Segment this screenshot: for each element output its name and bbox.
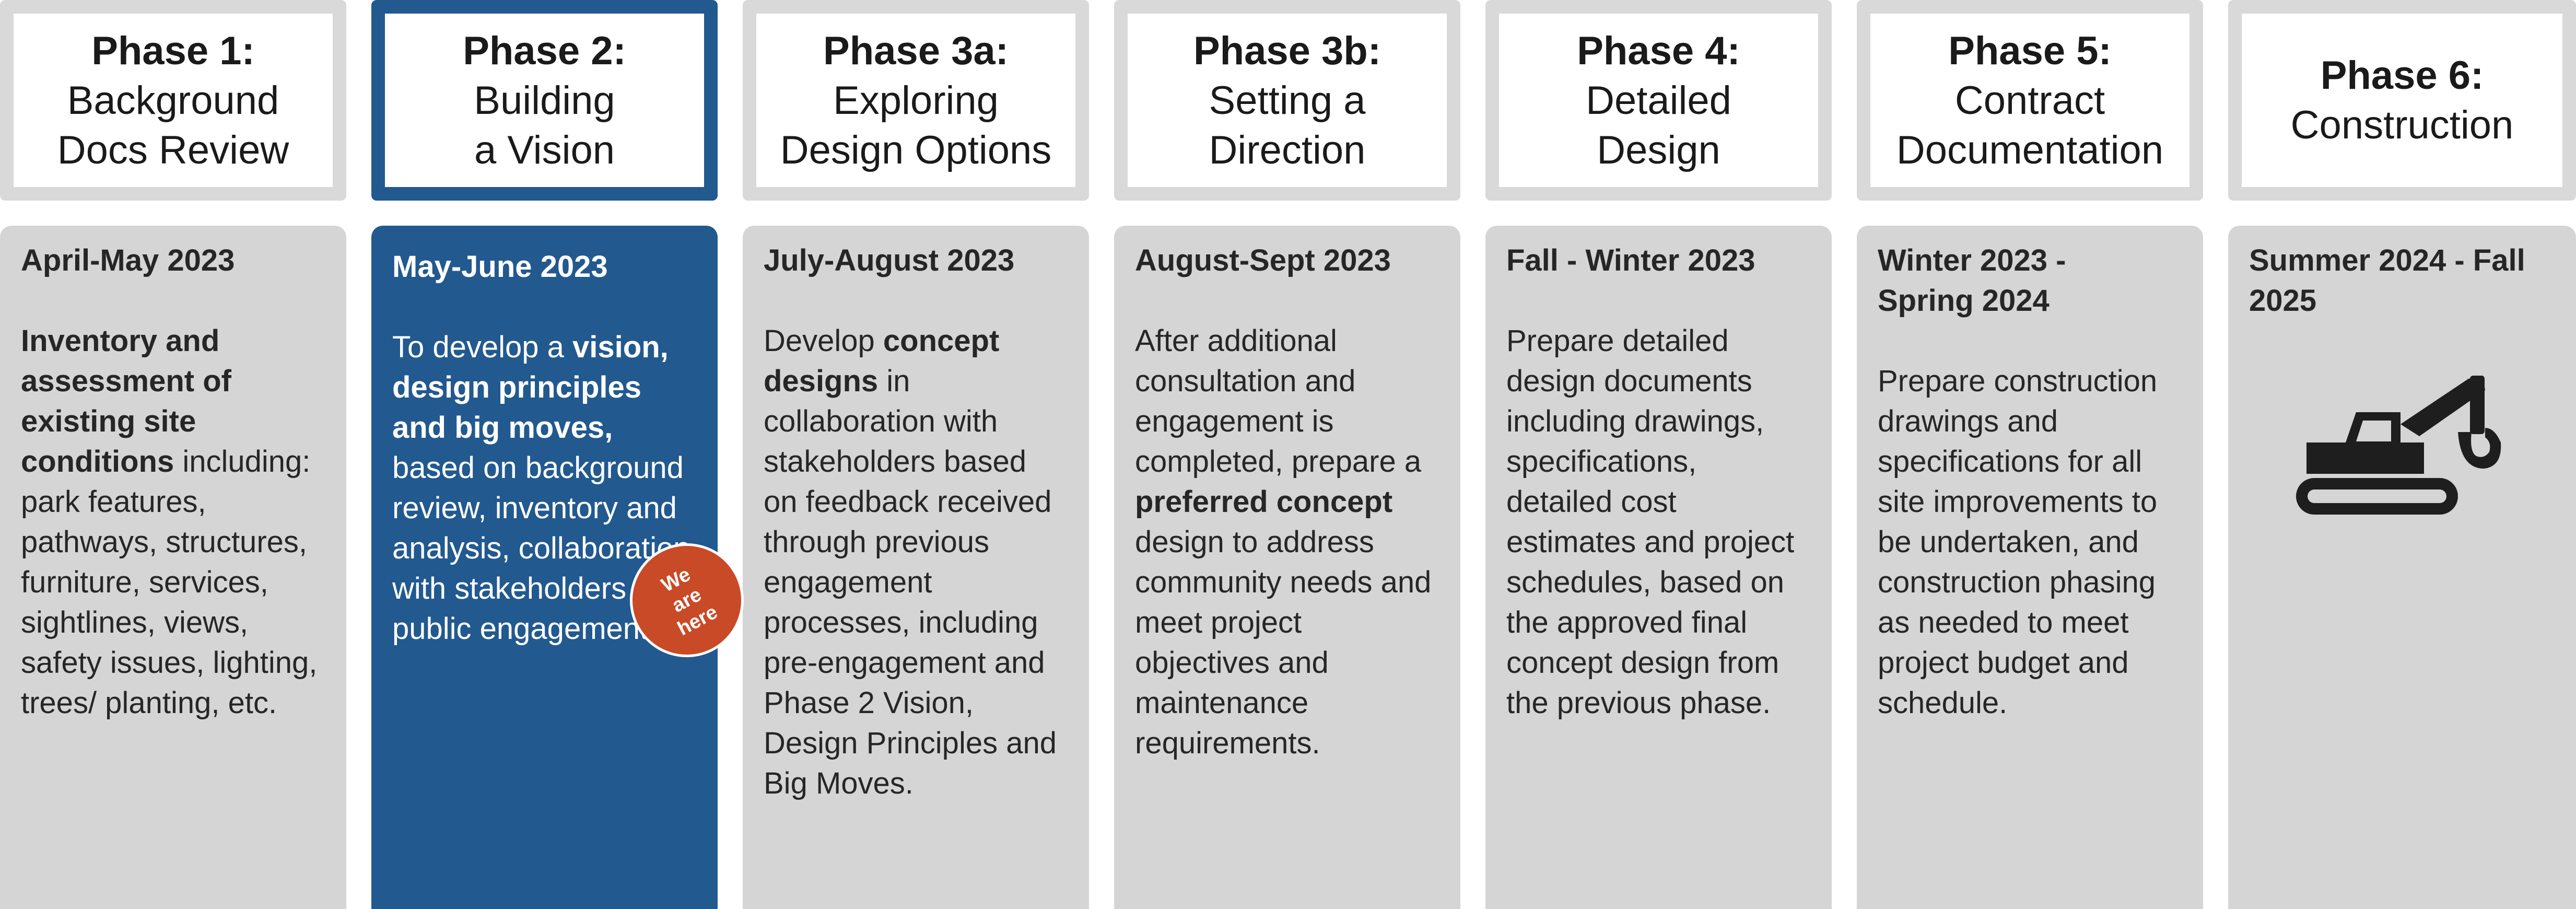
phase-3b-card: August-Sept 2023 After additional consul… [1114, 226, 1460, 909]
phase-4-date: Fall - Winter 2023 [1506, 243, 1755, 277]
phase-3a-subtitle-line-2: Design Options [780, 127, 1052, 172]
phase-2-date: May-June 2023 [392, 250, 608, 284]
phase-1-column: Phase 1: Background Docs Review April-Ma… [0, 0, 346, 909]
phase-4-column: Phase 4: Detailed Design Fall - Winter 2… [1485, 0, 1832, 909]
phase-3a-description: Develop concept designs in collaboration… [764, 324, 1057, 800]
phase-3b-description: After additional consultation and engage… [1135, 324, 1432, 760]
phase-5-column: Phase 5: Contract Documentation Winter 2… [1857, 0, 2203, 909]
phase-3a-header: Phase 3a: Exploring Design Options [743, 0, 1089, 201]
phase-1-card: April-May 2023 Inventory and assessment … [0, 226, 346, 909]
phase-5-date: Winter 2023 - Spring 2024 [1878, 243, 2066, 318]
phase-1-title: Phase 1: [91, 28, 255, 73]
phase-2-column: Phase 2: Building a Vision May-June 2023… [371, 0, 764, 909]
phase-2-title: Phase 2: [463, 28, 626, 73]
phase-3a-date: July-August 2023 [764, 243, 1015, 277]
phase-3b-header: Phase 3b: Setting a Direction [1114, 0, 1460, 201]
phase-3b-title: Phase 3b: [1193, 28, 1381, 73]
phase-5-description: Prepare construction drawings and specif… [1878, 364, 2158, 720]
phase-5-header: Phase 5: Contract Documentation [1857, 0, 2203, 201]
phase-6-column: Phase 6: Construction Summer 2024 - Fall… [2228, 0, 2576, 909]
phase-3b-date: August-Sept 2023 [1135, 243, 1391, 277]
phase-3b-subtitle-line-2: Direction [1209, 127, 1366, 172]
phase-2-header: Phase 2: Building a Vision [371, 0, 718, 201]
phase-4-subtitle-line-1: Detailed [1586, 78, 1731, 123]
phase-3a-card: July-August 2023 Develop concept designs… [743, 226, 1089, 909]
phase-4-description: Prepare detailed design documents includ… [1506, 324, 1795, 720]
phase-6-card: Summer 2024 - Fall 2025 [2228, 226, 2576, 909]
phase-6-header: Phase 6: Construction [2228, 0, 2576, 201]
phase-3a-column: Phase 3a: Exploring Design Options July-… [743, 0, 1089, 909]
phase-5-subtitle-line-1: Contract [1954, 78, 2105, 123]
phase-3b-column: Phase 3b: Setting a Direction August-Sep… [1114, 0, 1460, 909]
phase-2-subtitle-line-2: a Vision [474, 127, 615, 172]
phase-6-title: Phase 6: [2320, 53, 2484, 98]
phase-4-card: Fall - Winter 2023 Prepare detailed desi… [1485, 226, 1832, 909]
phase-4-title: Phase 4: [1577, 28, 1740, 73]
phase-6-date: Summer 2024 - Fall 2025 [2249, 243, 2525, 318]
phase-3b-subtitle-line-1: Setting a [1209, 78, 1366, 123]
phase-2-subtitle-line-1: Building [474, 78, 615, 123]
phase-1-subtitle-line-1: Background [67, 78, 279, 123]
phase-1-date: April-May 2023 [21, 243, 235, 277]
phase-4-subtitle-line-2: Design [1597, 127, 1720, 172]
phase-5-card: Winter 2023 - Spring 2024 Prepare constr… [1857, 226, 2203, 909]
phase-5-title: Phase 5: [1948, 28, 2112, 73]
phase-1-description: Inventory and assessment of existing sit… [21, 324, 318, 720]
excavator-icon [2296, 376, 2501, 515]
phase-3a-title: Phase 3a: [823, 28, 1009, 73]
phase-1-header: Phase 1: Background Docs Review [0, 0, 346, 201]
phase-2-description: To develop a vision, design principles a… [392, 330, 690, 646]
phase-6-subtitle-line-1: Construction [2290, 103, 2514, 147]
phase-1-subtitle-line-2: Docs Review [57, 127, 289, 172]
phase-3a-subtitle-line-1: Exploring [833, 78, 999, 123]
phase-4-header: Phase 4: Detailed Design [1485, 0, 1832, 201]
phase-5-subtitle-line-2: Documentation [1896, 127, 2164, 172]
